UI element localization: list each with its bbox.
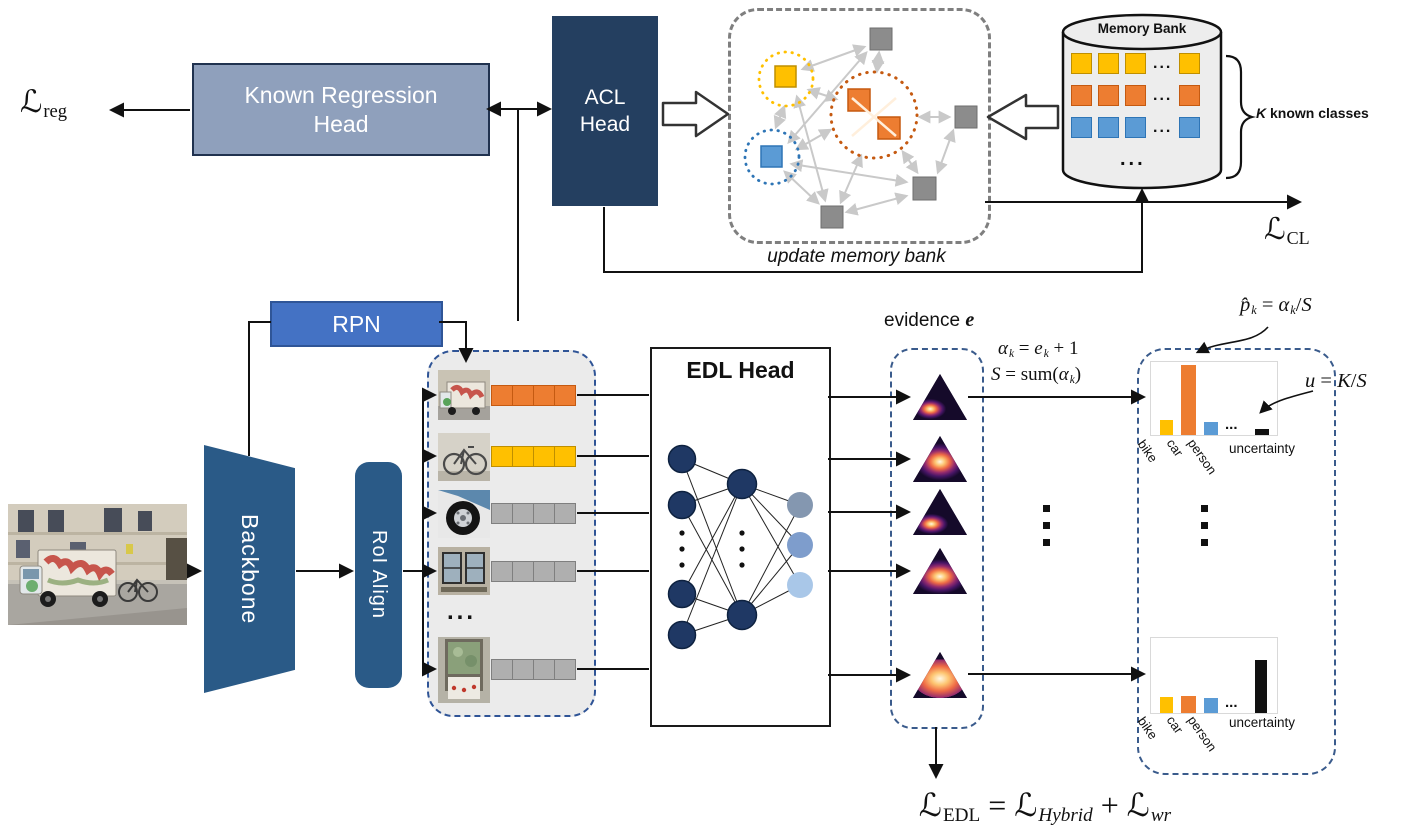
- input-street-photo: [8, 504, 187, 625]
- bar-uncertainty: [1255, 429, 1269, 435]
- k-known-classes-label: K known classes: [1256, 105, 1369, 121]
- roi-align-label: RoI Align: [368, 530, 390, 620]
- uncertainty-label-2: uncertainty: [1229, 715, 1296, 730]
- update-memory-bank-caption: update memory bank: [767, 246, 946, 267]
- line-backbone-to-rpn: [248, 321, 271, 456]
- memory-bank-rows: .........: [1071, 53, 1211, 138]
- feature-ellipsis: ...: [447, 598, 477, 625]
- bar-bike: [1160, 697, 1173, 713]
- backbone-box: Backbone: [204, 445, 295, 693]
- loss-reg-label: ℒreg: [20, 84, 68, 123]
- roi-crop-window: [438, 547, 490, 595]
- krh-label-line1: Known Regression: [244, 81, 438, 108]
- evidence-label: evidence e: [884, 309, 974, 332]
- loss-edl-equation: ℒEDL = ℒHybrid + ℒwr: [918, 786, 1172, 827]
- roi-align-box: RoI Align: [355, 462, 402, 688]
- feature-vector-meter: [490, 659, 576, 680]
- roi-crop-wheel: [438, 490, 490, 538]
- loss-cl-label: ℒCL: [1264, 212, 1310, 249]
- roi-crop-bicycle: [438, 433, 490, 481]
- bar-ellipsis: ...: [1225, 694, 1238, 711]
- backbone-label: Backbone: [237, 513, 263, 625]
- bar-bike: [1160, 420, 1173, 435]
- edl-neural-network: [667, 444, 813, 650]
- u-formula: u = K/S: [1305, 370, 1367, 392]
- contrastive-graph-box: [728, 8, 991, 244]
- known-regression-head-box: Known Regression Head: [192, 63, 490, 156]
- edl-head-title: EDL Head: [686, 357, 795, 383]
- known-prediction-chart: ...: [1150, 361, 1278, 436]
- memory-row: ...: [1071, 85, 1211, 106]
- rpn-box: RPN: [270, 301, 443, 347]
- bar-ellipsis: ...: [1225, 416, 1238, 433]
- block-arrow-memory-to-graph: [986, 93, 1060, 141]
- p-hat-formula: p̂k = αk/S: [1240, 294, 1312, 318]
- bar-person: [1204, 698, 1218, 713]
- block-arrow-acl-to-graph: [661, 90, 730, 138]
- vertical-ellipsis-left: [1043, 505, 1050, 546]
- krh-label-line2: Head: [313, 110, 369, 137]
- edl-head-box: EDL Head: [650, 347, 831, 727]
- bar-car: [1181, 365, 1196, 435]
- roi-crop-meter: [438, 637, 490, 703]
- memory-bank-more-dots: ...: [1120, 148, 1146, 170]
- bar-uncertainty: [1255, 660, 1267, 713]
- bar-person: [1204, 422, 1218, 435]
- alpha-formula: αk = ek + 1: [998, 338, 1079, 361]
- sum-formula: S = sum(αk): [991, 364, 1082, 387]
- uncertainty-label-1: uncertainty: [1229, 441, 1296, 456]
- bar-car: [1181, 696, 1196, 713]
- feature-vector-wheel: [490, 503, 576, 524]
- vertical-ellipsis-right: [1201, 505, 1208, 546]
- evidence-word: evidence: [884, 310, 961, 331]
- memory-bank-title: Memory Bank: [1097, 21, 1187, 36]
- k-classes-brace: [1225, 54, 1257, 180]
- roi-crop-truck: [438, 370, 490, 420]
- acl-head-box: ACL Head: [552, 16, 658, 206]
- memory-row: ...: [1071, 117, 1211, 138]
- memory-row: ...: [1071, 53, 1211, 74]
- feature-vector-bicycle: [490, 446, 576, 467]
- feature-vector-truck: [490, 385, 576, 406]
- unknown-prediction-chart: ...: [1150, 637, 1278, 714]
- acl-label-line2: Head: [579, 113, 631, 136]
- rpn-label: RPN: [332, 310, 381, 337]
- acl-label-line1: ACL: [584, 85, 626, 109]
- evidence-symbol: e: [965, 309, 975, 331]
- feature-vector-window: [490, 561, 576, 582]
